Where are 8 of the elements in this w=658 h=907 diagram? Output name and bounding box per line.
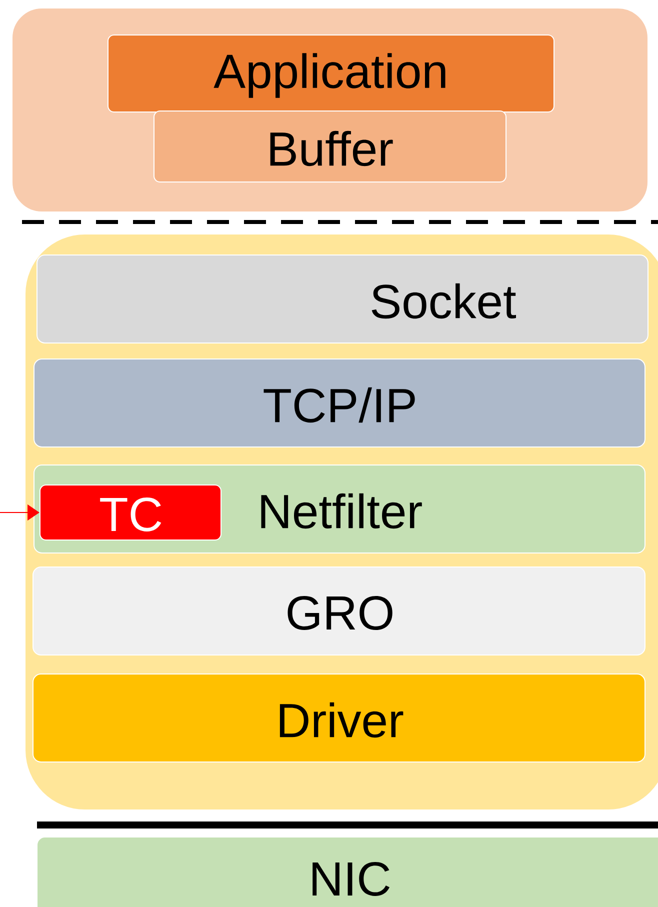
layer-box: Application: [108, 34, 554, 112]
hardware-box: NIC: [36, 836, 658, 907]
layer-box: Socket: [36, 254, 648, 344]
layer-box: Buffer: [154, 110, 506, 182]
layer-box: Driver: [32, 674, 646, 762]
hook-box: TC: [40, 484, 222, 540]
layer-box: TCP/IP: [34, 358, 646, 448]
layer-box: GRO: [32, 566, 646, 656]
